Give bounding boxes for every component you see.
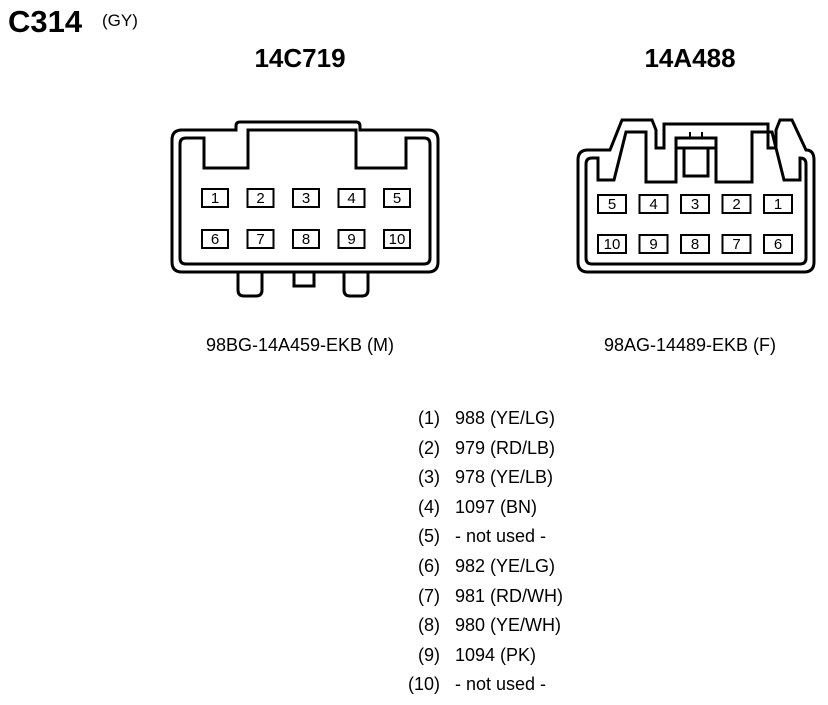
left-pin-label: 8	[302, 231, 310, 248]
right-pin-box	[721, 194, 752, 214]
left-pin-box	[201, 188, 229, 208]
right-pin-label: 5	[608, 196, 616, 213]
left-pin-box	[292, 188, 320, 208]
pinout-description: 981 (RD/WH)	[455, 585, 564, 606]
left-pin-box	[383, 229, 411, 249]
pinout-row: (8) 980 (YE/WH)	[390, 615, 650, 645]
pinout-pin-number: (4)	[418, 496, 440, 517]
right-pin-label: 7	[732, 236, 740, 253]
left-pin-label: 1	[211, 190, 219, 207]
pinout-description: 1097 (BN)	[455, 496, 538, 517]
left-pin-box	[337, 188, 366, 208]
left-pin-grid: 1 2 3 4 5 6 7 8 9 10	[201, 188, 411, 249]
pinout-pin-number: (2)	[418, 437, 440, 458]
left-pin-label: 6	[211, 231, 219, 248]
pinout-description: - not used -	[455, 674, 547, 695]
left-pin-label: 5	[393, 190, 401, 207]
connector-color: (GY)	[102, 11, 138, 30]
right-pin-box	[680, 194, 710, 214]
pinout-row: (5) - not used -	[390, 526, 650, 556]
pinout-description: 980 (YE/WH)	[455, 615, 562, 636]
right-pin-label: 3	[691, 196, 699, 213]
right-pin-box	[721, 234, 752, 254]
right-pin-box	[638, 234, 669, 254]
left-caption: 98BG-14A459-EKB (M)	[205, 335, 395, 355]
left-connector-body	[170, 120, 440, 298]
left-pin-box	[246, 229, 275, 249]
right-pin-label: 9	[649, 236, 657, 253]
pinout-list: (1) 988 (YE/LG) (2) 979 (RD/LB) (3) 978 (YE/L…	[390, 408, 650, 704]
pinout-description: 988 (YE/LG)	[455, 408, 556, 428]
left-pin-label: 7	[256, 231, 264, 248]
left-pin-box	[292, 229, 320, 249]
pinout-pin-number: (6)	[418, 555, 440, 576]
right-pin-label: 10	[604, 236, 621, 253]
pinout-row: (1) 988 (YE/LG)	[390, 408, 650, 438]
left-pin-box	[246, 188, 275, 208]
pinout-pin-number: (5)	[418, 526, 440, 547]
left-part-number: 14C719	[254, 43, 346, 73]
pinout-pin-number: (8)	[418, 615, 440, 636]
right-caption: 98AG-14489-EKB (F)	[603, 335, 777, 355]
right-pin-box	[638, 194, 669, 214]
right-pin-box	[597, 234, 627, 254]
right-pin-label: 6	[774, 236, 782, 253]
right-pin-grid: 5 4 3 2 1 10 9 8 7 6	[597, 194, 793, 254]
pinout-pin-number: (3)	[418, 467, 440, 488]
left-pin-label: 10	[389, 231, 406, 248]
left-pin-label: 9	[347, 231, 355, 248]
right-pin-label: 4	[649, 196, 657, 213]
left-pin-box	[383, 188, 411, 208]
left-pin-box	[337, 229, 366, 249]
pinout-row: (2) 979 (RD/LB)	[390, 438, 650, 468]
pinout-pin-number: (1)	[418, 408, 440, 428]
pinout-row: (4) 1097 (BN)	[390, 497, 650, 527]
right-pin-box	[763, 234, 793, 254]
pinout-pin-number: (9)	[418, 644, 440, 665]
pinout-pin-number: (7)	[418, 585, 440, 606]
left-pin-box	[201, 229, 229, 249]
right-pin-box	[763, 194, 793, 214]
right-connector-ticks	[689, 132, 703, 138]
right-pin-box	[680, 234, 710, 254]
pinout-description: 1094 (PK)	[455, 644, 537, 665]
right-pin-label: 1	[774, 196, 782, 213]
pinout-pin-number: (10)	[407, 674, 440, 695]
pinout-description: - not used -	[455, 526, 547, 547]
right-pin-label: 8	[691, 236, 699, 253]
right-connector-body	[576, 118, 816, 274]
connector-id: C314	[8, 4, 83, 39]
right-part-number: 14A488	[644, 43, 736, 73]
pinout-row: (7) 981 (RD/WH)	[390, 586, 650, 616]
pinout-description: 978 (YE/LB)	[455, 467, 554, 488]
left-pin-label: 2	[256, 190, 264, 207]
right-pin-label: 2	[732, 196, 740, 213]
pinout-description: 979 (RD/LB)	[455, 437, 556, 458]
pinout-row: (10) - not used -	[390, 674, 650, 704]
pinout-row: (3) 978 (YE/LB)	[390, 467, 650, 497]
pinout-row: (9) 1094 (PK)	[390, 645, 650, 675]
right-pin-box	[597, 194, 627, 214]
pinout-description: 982 (YE/LG)	[455, 555, 556, 576]
left-pin-label: 4	[347, 190, 355, 207]
pinout-row: (6) 982 (YE/LG)	[390, 556, 650, 586]
left-pin-label: 3	[302, 190, 310, 207]
